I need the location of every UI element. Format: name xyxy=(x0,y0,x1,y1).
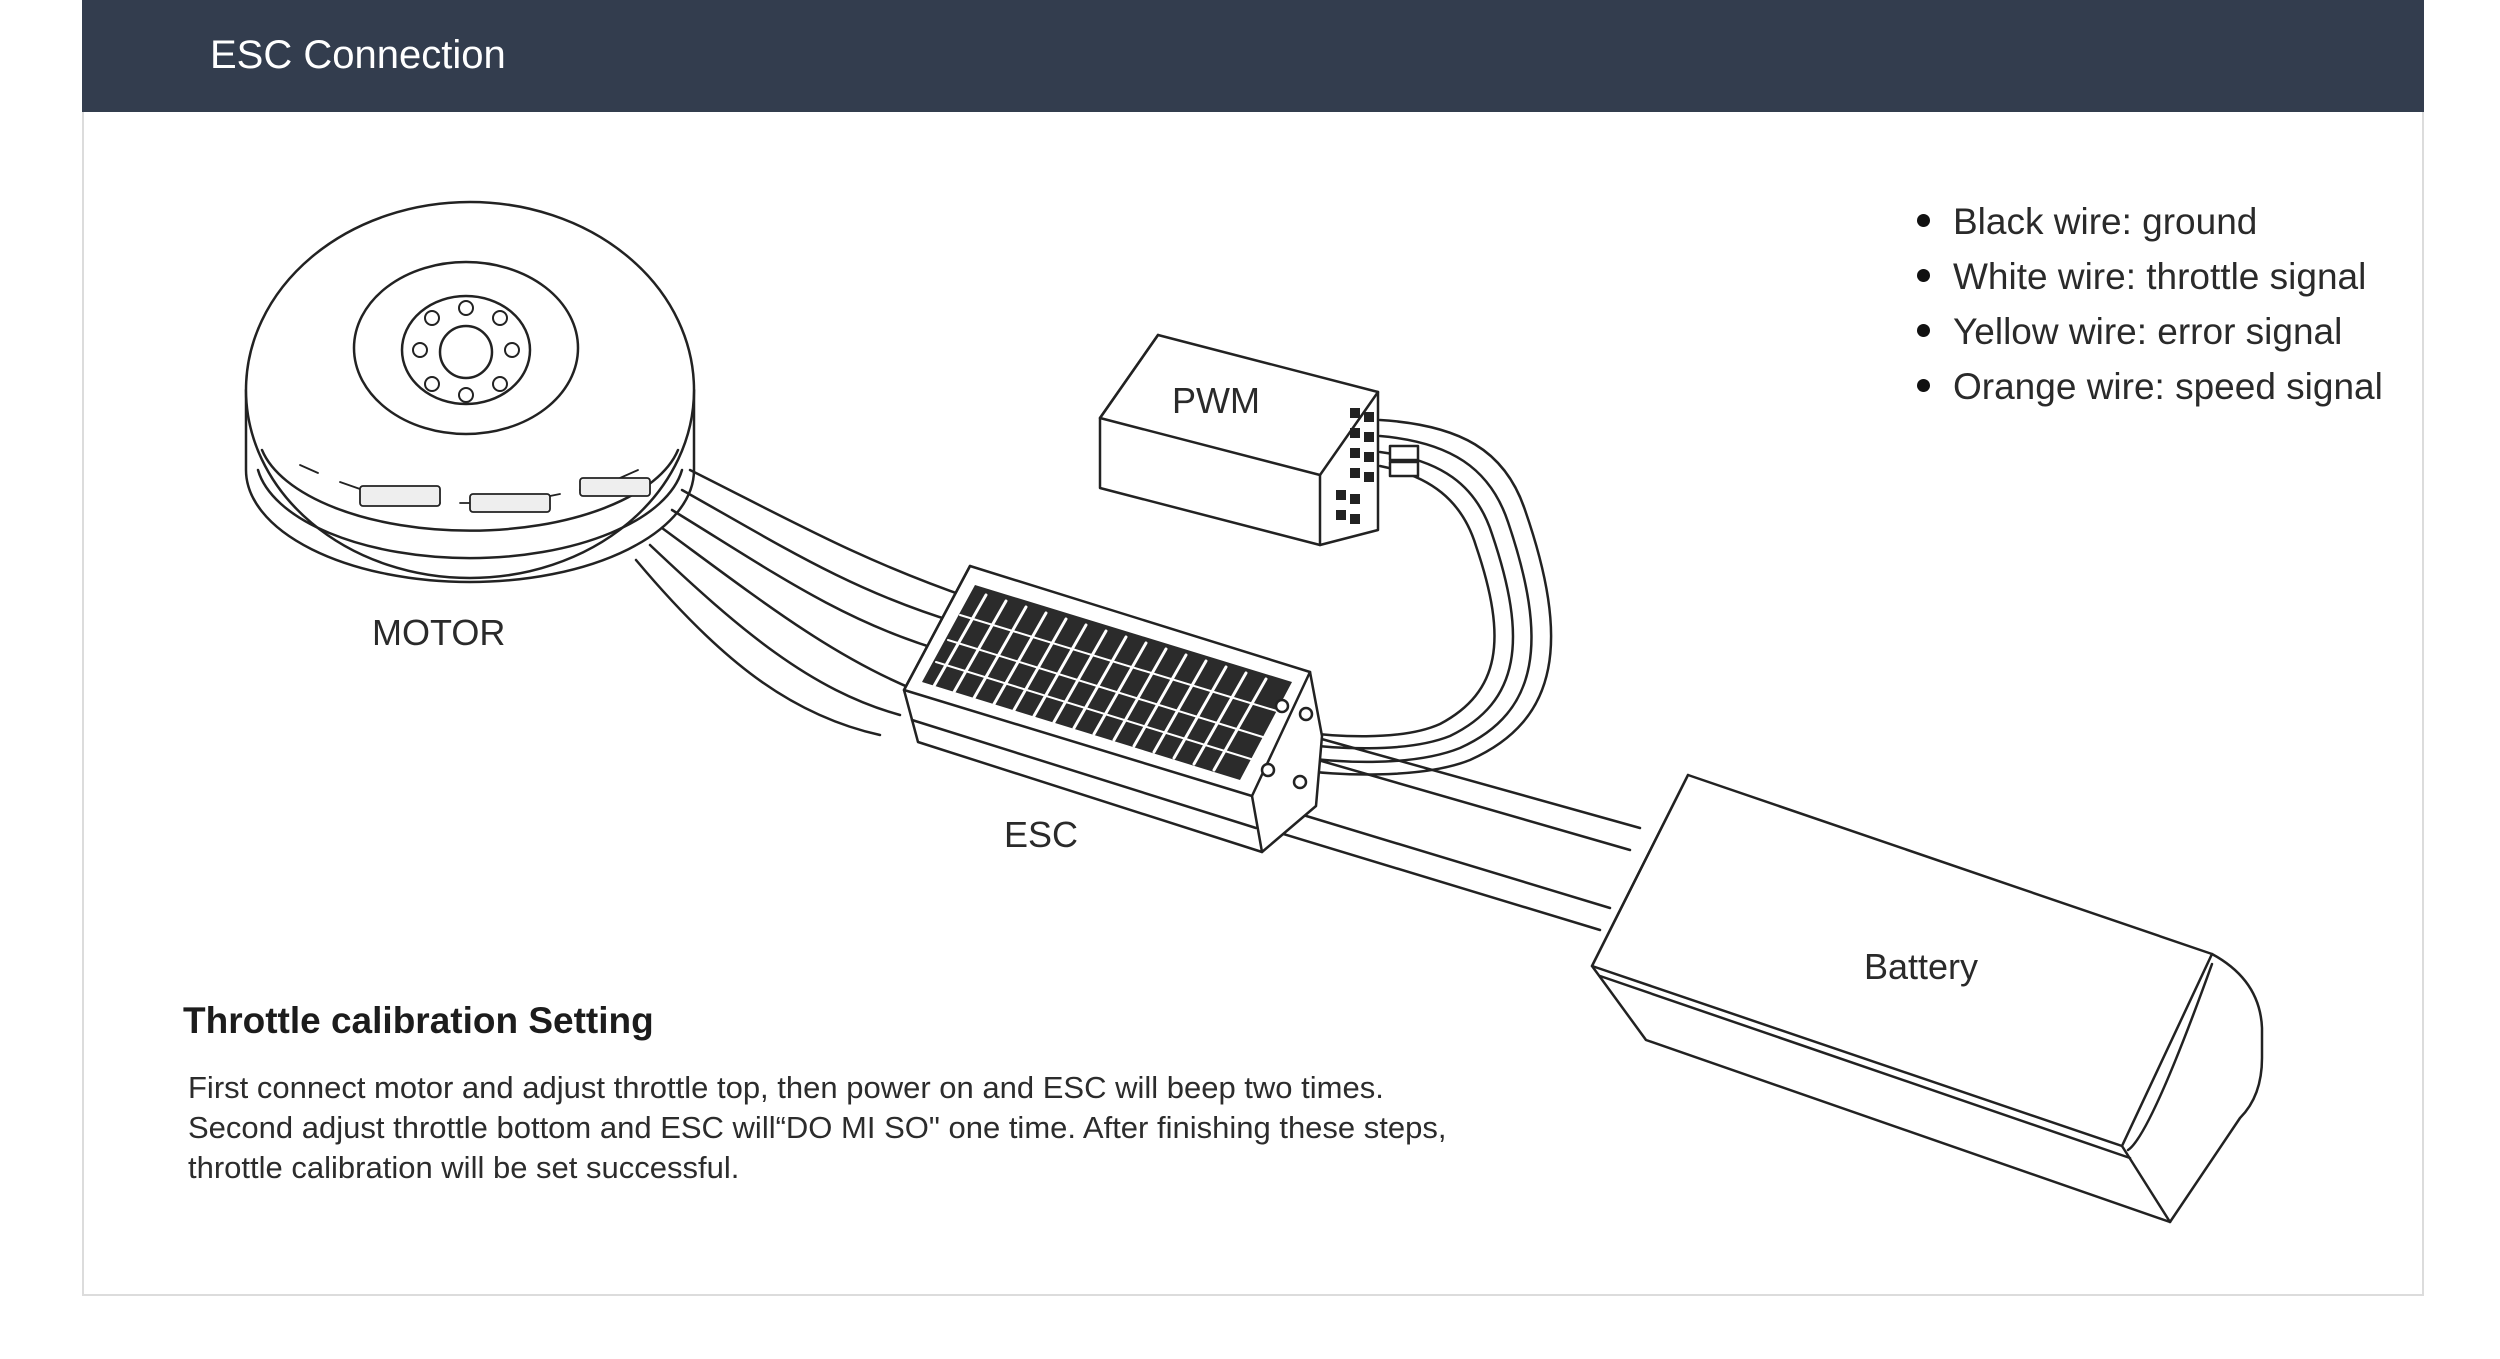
panel-header: ESC Connection xyxy=(82,0,2424,112)
battery-cables xyxy=(1268,736,1642,932)
motor-wires xyxy=(634,468,972,737)
legend-item: Orange wire: speed signal xyxy=(1915,359,2383,414)
pwm-signal-cable xyxy=(1298,418,1553,776)
instruction-line: Second adjust throttle bottom and ESC wi… xyxy=(188,1110,1447,1145)
legend-item: White wire: throttle signal xyxy=(1915,249,2383,304)
esc xyxy=(902,564,1324,854)
bullet-icon xyxy=(1917,324,1930,337)
esc-label: ESC xyxy=(1004,814,1079,855)
bullet-icon xyxy=(1917,214,1930,227)
pwm-receiver xyxy=(1098,333,1380,547)
bullet-icon xyxy=(1917,379,1930,392)
motor-label: MOTOR xyxy=(372,612,506,653)
instruction-line: throttle calibration will be set success… xyxy=(188,1150,740,1185)
legend-label: Yellow wire: error signal xyxy=(1953,311,2343,352)
pwm-label: PWM xyxy=(1172,380,1260,421)
instruction-line: First connect motor and adjust throttle … xyxy=(188,1070,1384,1105)
wire-legend: Black wire: ground White wire: throttle … xyxy=(1915,194,2383,414)
panel-title: ESC Connection xyxy=(210,33,506,77)
calibration-instructions: First connect motor and adjust throttle … xyxy=(188,1068,1588,1188)
calibration-title: Throttle calibration Setting xyxy=(183,1000,654,1041)
legend-label: Orange wire: speed signal xyxy=(1953,366,2383,407)
legend-item: Yellow wire: error signal xyxy=(1915,304,2383,359)
legend-label: Black wire: ground xyxy=(1953,201,2258,242)
battery xyxy=(1590,773,2264,1224)
bullet-icon xyxy=(1917,269,1930,282)
legend-item: Black wire: ground xyxy=(1915,194,2383,249)
motor xyxy=(244,200,696,584)
legend-label: White wire: throttle signal xyxy=(1953,256,2367,297)
battery-label: Battery xyxy=(1864,946,1979,987)
